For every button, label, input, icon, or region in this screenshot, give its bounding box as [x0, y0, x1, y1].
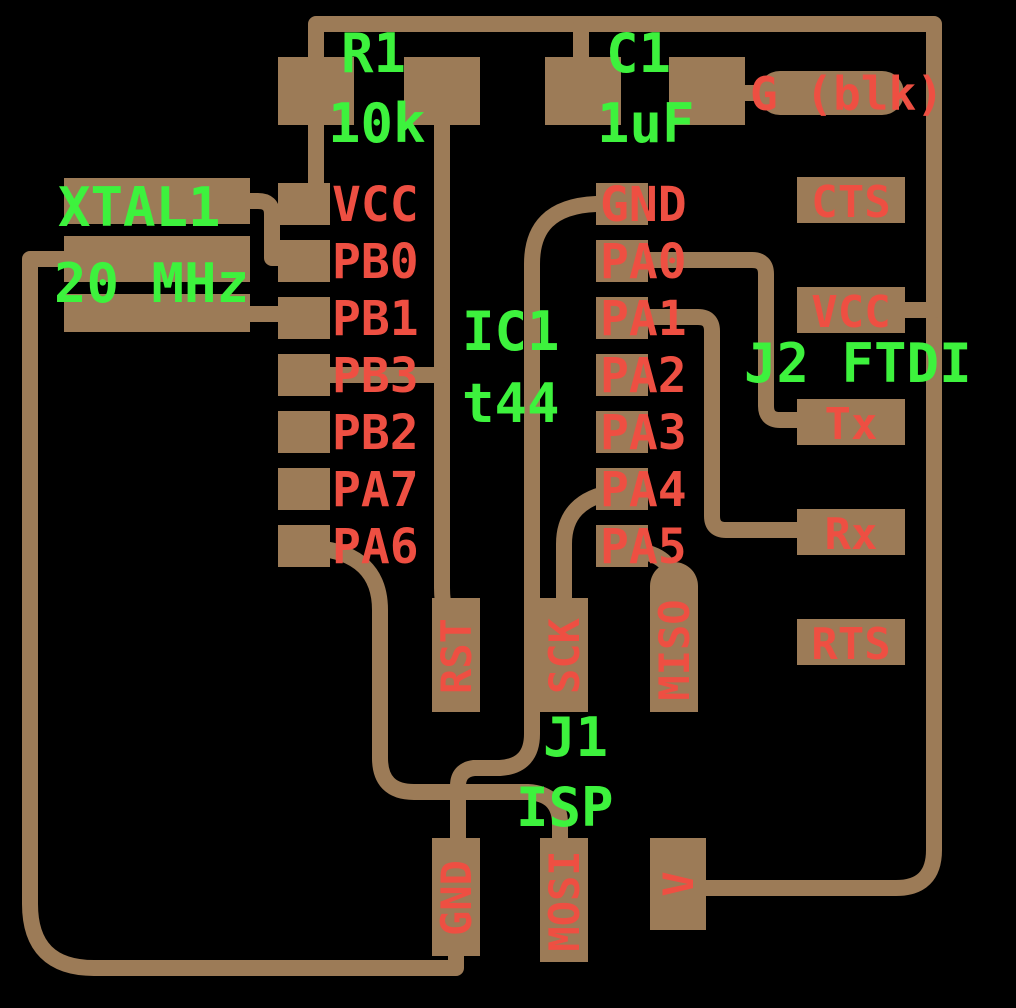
pin-label-pa3: PA3 — [600, 405, 687, 461]
pad-ic-pa7 — [278, 468, 330, 510]
trace-xtal-to-pb0 — [234, 193, 294, 266]
trace-gnd-left-loop — [22, 251, 464, 976]
pin-label-gnd: GND — [600, 177, 687, 233]
pad-isp-miso — [650, 562, 698, 712]
pin-label-cts: CTS — [811, 177, 890, 228]
pad-c1-2 — [669, 57, 745, 125]
pad-c1-1 — [545, 57, 621, 125]
pad-ic-pa4 — [596, 468, 648, 510]
pin-label-pa2: PA2 — [600, 348, 687, 404]
pad-ftdi-rts — [797, 619, 905, 665]
pad-xtal-1 — [64, 178, 250, 224]
pin-label-pb0: PB0 — [332, 234, 419, 290]
label-ic1-value: t44 — [462, 372, 560, 435]
pad-xtal-2 — [64, 236, 250, 282]
pin-label-rx: Rx — [825, 509, 878, 560]
trace-pa1-to-rx — [632, 309, 808, 538]
pad-xtal-3 — [64, 294, 250, 332]
pin-label-v: V — [654, 871, 703, 896]
pad-ic-pa0 — [596, 240, 648, 282]
pad-ic-pb2 — [278, 411, 330, 453]
pad-ftdi-rx — [797, 509, 905, 555]
label-xtal1-value: 20 MHz — [54, 252, 249, 315]
pin-label-pa7: PA7 — [332, 462, 419, 518]
pin-labels: VCC PB0 PB1 PB3 PB2 PA7 PA6 GND PA0 PA1 … — [332, 67, 944, 952]
pin-label-rst: RST — [432, 618, 481, 694]
pad-ftdi-cts — [797, 177, 905, 223]
label-j1-value: ISP — [516, 776, 614, 839]
copper-traces — [22, 16, 942, 976]
pad-ic-pa3 — [596, 411, 648, 453]
pin-label-pa6: PA6 — [332, 519, 419, 575]
pad-ic-pa6 — [278, 525, 330, 567]
component-pads — [64, 57, 905, 962]
pad-ic-pa1 — [596, 297, 648, 339]
label-r1-value: 10k — [328, 92, 426, 155]
trace-r1-to-rst — [434, 84, 464, 642]
pin-label-mosi: MOSI — [540, 850, 589, 951]
pad-ic-pb1 — [278, 297, 330, 339]
silkscreen-labels: R1 10k C1 1uF XTAL1 20 MHz IC1 t44 J2 FT… — [54, 22, 972, 839]
label-c1-value: 1uF — [597, 92, 695, 155]
pin-label-pa5: PA5 — [600, 519, 687, 575]
trace-pa0-to-tx — [632, 252, 808, 428]
trace-vcc-rail — [308, 16, 942, 896]
pad-ic-pb3 — [278, 354, 330, 396]
pad-ic-gnd — [596, 183, 648, 225]
label-c1-ref: C1 — [606, 22, 671, 85]
pad-isp-rst — [432, 598, 480, 712]
pin-label-vcc: VCC — [332, 177, 419, 233]
trace-gnd-center — [450, 196, 604, 852]
pad-isp-gnd — [432, 838, 480, 956]
label-r1-ref: R1 — [341, 22, 406, 85]
label-ic1-ref: IC1 — [462, 300, 560, 363]
pin-label-pb3: PB3 — [332, 348, 419, 404]
trace-pa6-to-mosi — [308, 540, 568, 856]
pad-ftdi-tx — [797, 399, 905, 445]
pin-label-pa4: PA4 — [600, 462, 687, 518]
label-xtal1-ref: XTAL1 — [58, 176, 221, 239]
pin-label-pb2: PB2 — [332, 405, 419, 461]
pin-label-pa1: PA1 — [600, 291, 687, 347]
pin-label-isp-gnd: GND — [432, 860, 481, 936]
pad-ftdi-vcc — [797, 287, 905, 333]
pad-isp-v — [650, 838, 706, 930]
pad-ic-vcc — [278, 183, 330, 225]
pad-isp-sck — [540, 598, 588, 712]
pad-r1-2 — [404, 57, 480, 125]
pin-label-rts: RTS — [811, 619, 890, 670]
pin-label-pb1: PB1 — [332, 291, 419, 347]
pin-label-pa0: PA0 — [600, 234, 687, 290]
pad-isp-mosi — [540, 838, 588, 962]
pin-label-ftdi-gnd: G (blk) — [750, 67, 944, 121]
pad-r1-1 — [278, 57, 354, 125]
label-j2-ref: J2 FTDI — [744, 332, 972, 395]
pin-label-tx: Tx — [825, 399, 878, 450]
pin-label-ftdi-vcc: VCC — [811, 287, 890, 338]
label-j1-ref: J1 — [543, 706, 608, 769]
pin-label-miso: MISO — [650, 599, 699, 700]
pad-ic-pb0 — [278, 240, 330, 282]
pad-ic-pa5 — [596, 525, 648, 567]
pad-ic-pa2 — [596, 354, 648, 396]
pin-label-sck: SCK — [540, 617, 589, 694]
pad-ftdi-gnd — [758, 71, 904, 115]
